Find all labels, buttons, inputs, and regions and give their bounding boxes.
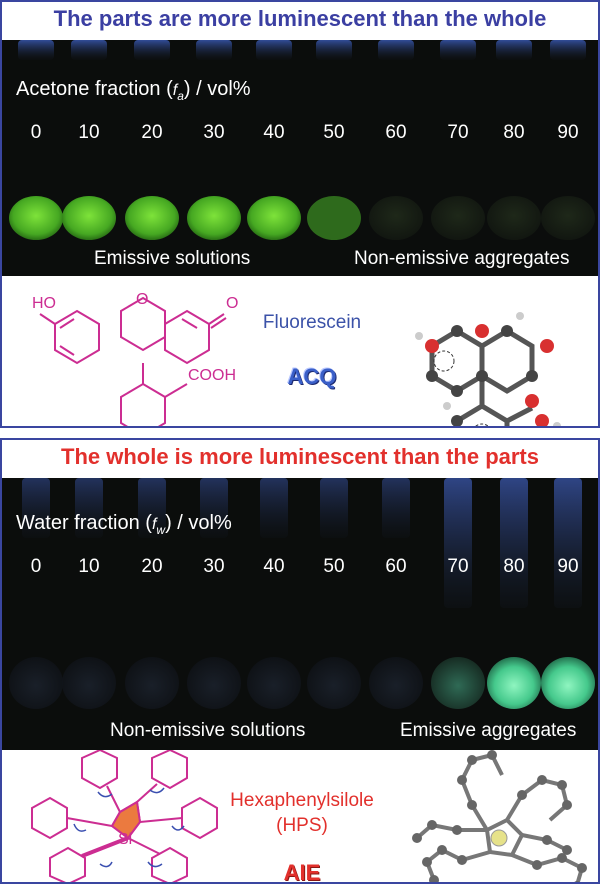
acq-tick-80: 80 (503, 122, 525, 143)
hps-structure: Si (31, 750, 587, 882)
aie-left-caption: Non-emissive solutions (110, 720, 306, 741)
acq-vial-bulb-1 (62, 196, 116, 240)
acq-vial-bulb-6 (369, 196, 423, 240)
acq-vial-neck-9 (550, 40, 586, 60)
aie-vial-bulbs (9, 657, 595, 709)
aie-tick-50: 50 (323, 556, 345, 577)
acq-tick-50: 50 (323, 122, 345, 143)
acq-vial-necks (18, 40, 586, 60)
aie-tick-30: 30 (203, 556, 225, 577)
aie-vial-neck-5 (320, 478, 348, 538)
hps-name: Hexaphenylsilole (HPS) (230, 790, 374, 836)
aie-vial-bulb-2 (125, 657, 179, 709)
aie-tick-70: 70 (447, 556, 469, 577)
aie-vial-bulb-0 (9, 657, 63, 709)
aie-title: The whole is more luminescent than the p… (61, 444, 539, 469)
aie-vial-neck-1 (75, 478, 103, 538)
aie-tick-row: 0 10 20 30 40 50 60 70 80 90 (2, 556, 598, 580)
acq-photo: Acetone fraction (fa) / vol% 0 10 20 30 40 50… (2, 40, 598, 276)
acq-title: The parts are more luminescent than the … (53, 6, 547, 31)
acq-tick-30: 30 (203, 122, 225, 143)
acq-vial-neck-6 (378, 40, 414, 60)
aie-tick-40: 40 (263, 556, 285, 577)
acq-right-caption: Non-emissive aggregates (354, 248, 570, 269)
acq-vial-bulb-4 (247, 196, 301, 240)
acq-vial-neck-2 (134, 40, 170, 60)
acq-vial-bulb-5 (307, 196, 361, 240)
aie-vial-bulb-5 (307, 657, 361, 709)
acq-tick-60: 60 (385, 122, 407, 143)
aie-vial-bulb-6 (369, 657, 423, 709)
acq-tick-70: 70 (447, 122, 469, 143)
aie-vial-bulb-7 (431, 657, 485, 709)
acq-vial-neck-0 (18, 40, 54, 60)
acq-vial-neck-5 (316, 40, 352, 60)
acq-vials (9, 40, 595, 240)
acq-vial-bulb-9 (541, 196, 595, 240)
aie-vial-neck-6 (382, 478, 410, 538)
acq-tick-10: 10 (78, 122, 100, 143)
aie-vial-neck-3 (200, 478, 228, 538)
aie-vial-bulb-8 (487, 657, 541, 709)
aie-tick-0: 0 (30, 556, 42, 577)
hps-si-label: Si (118, 831, 132, 848)
acq-vial-bulbs (9, 196, 595, 240)
fluorescein-ho-label: HO (32, 295, 56, 312)
acq-vial-neck-7 (440, 40, 476, 60)
aie-vial-bulb-3 (187, 657, 241, 709)
aie-vial-neck-7 (444, 478, 472, 608)
aie-vial-necks (22, 478, 582, 608)
acq-tick-row: 0 10 20 30 40 50 60 70 80 90 (2, 122, 598, 146)
aie-tick-90: 90 (557, 556, 579, 577)
acq-vial-bulb-7 (431, 196, 485, 240)
hps-rotation-arrows (73, 787, 185, 868)
aie-vial-bulb-4 (247, 657, 301, 709)
acq-tick-0: 0 (30, 122, 42, 143)
aie-structure-area: Si (2, 750, 598, 882)
fluorescein-keto-o-label: O (226, 295, 238, 312)
aie-vial-bulb-1 (62, 657, 116, 709)
acq-vial-neck-3 (196, 40, 232, 60)
aie-vial-neck-9 (554, 478, 582, 608)
hps-ball-atoms (412, 750, 587, 882)
acq-badge: ACQ (287, 364, 337, 389)
acq-tick-40: 40 (263, 122, 285, 143)
fluorescein-name: Fluorescein (262, 312, 362, 333)
acq-structure-area: HO O O COOH (2, 276, 598, 426)
aie-vial-bulb-9 (541, 657, 595, 709)
fluorescein-ring-o-label: O (136, 291, 148, 308)
acq-vial-neck-1 (71, 40, 107, 60)
aie-vial-neck-8 (500, 478, 528, 608)
hps-skeletal-formula (31, 750, 218, 882)
hps-ball-model (415, 752, 585, 882)
aie-panel: The whole is more luminescent than the p… (0, 438, 600, 884)
aie-vial-neck-4 (260, 478, 288, 538)
aie-badge: AIE (283, 860, 321, 884)
aie-tick-20: 20 (141, 556, 163, 577)
acq-vial-bulb-2 (125, 196, 179, 240)
acq-vial-bulb-3 (187, 196, 241, 240)
aie-tick-10: 10 (78, 556, 100, 577)
aie-photo: Water fraction (fw) / vol% 0 10 20 30 40 50 60… (2, 478, 598, 750)
aie-vials (9, 478, 595, 709)
aie-tick-60: 60 (385, 556, 407, 577)
acq-vial-neck-4 (256, 40, 292, 60)
acq-left-caption: Emissive solutions (94, 248, 251, 269)
acq-tick-20: 20 (141, 122, 163, 143)
acq-tick-90: 90 (557, 122, 579, 143)
acq-vial-bulb-8 (487, 196, 541, 240)
acq-vial-neck-8 (496, 40, 532, 60)
aie-vial-neck-0 (22, 478, 50, 538)
aie-tick-80: 80 (503, 556, 525, 577)
aie-right-caption: Emissive aggregates (400, 720, 577, 741)
aie-vial-neck-2 (138, 478, 166, 538)
fluorescein-skeletal-formula (39, 296, 227, 426)
aie-fraction-label: Water fraction (fw) / vol% (16, 512, 232, 537)
acq-panel: The parts are more luminescent than the … (0, 0, 600, 428)
acq-vial-bulb-0 (9, 196, 63, 240)
fluorescein-ball-model (415, 312, 561, 426)
acq-fraction-label: Acetone fraction (fa) / vol% (16, 78, 251, 103)
fluorescein-structure: HO O O COOH (32, 291, 561, 426)
fluorescein-cooh-label: COOH (188, 367, 236, 384)
